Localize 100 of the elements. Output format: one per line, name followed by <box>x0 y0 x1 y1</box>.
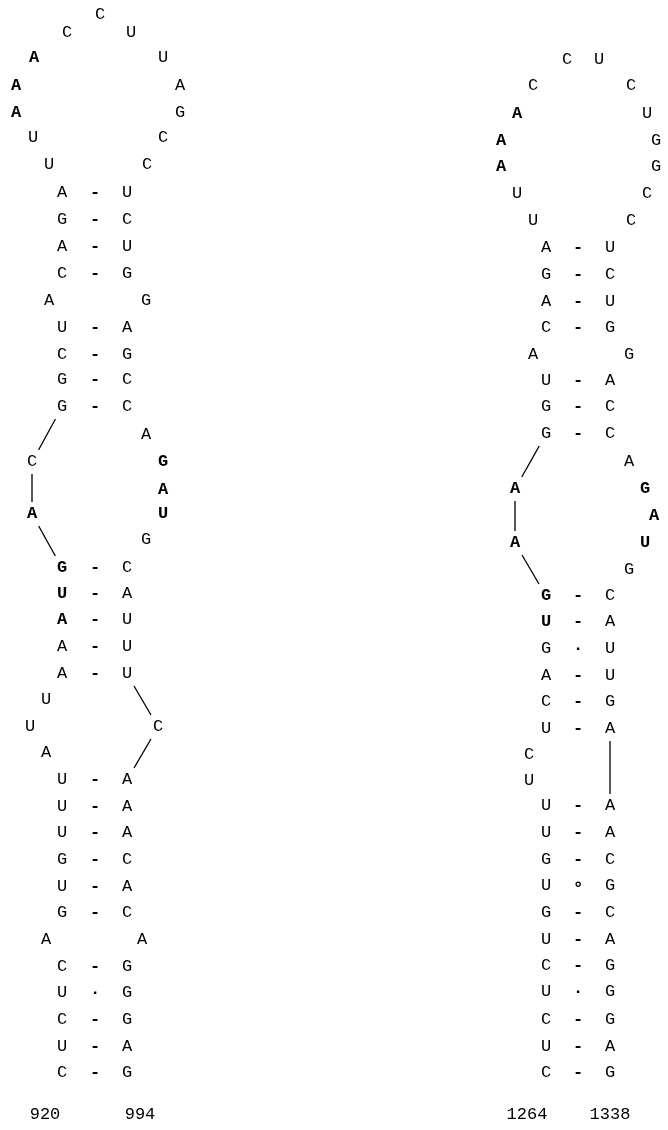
base-pair-mark: - <box>88 559 102 577</box>
nucleotide-letter: A <box>139 426 153 444</box>
backbone-line <box>133 738 152 769</box>
nucleotide-letter: C <box>539 957 553 975</box>
nucleotide-letter: U <box>539 931 553 949</box>
base-pair-mark: - <box>88 851 102 869</box>
nucleotide-letter: G <box>603 1011 617 1029</box>
nucleotide-letter: U <box>55 771 69 789</box>
nucleotide-letter: A <box>508 480 522 498</box>
backbone-line <box>38 525 56 557</box>
nucleotide-letter: C <box>120 371 134 389</box>
nucleotide-letter: U <box>522 772 536 790</box>
nucleotide-letter: A <box>9 104 23 122</box>
nucleotide-letter: G <box>173 104 187 122</box>
nucleotide-letter: C <box>539 1064 553 1082</box>
base-pair-mark: - <box>571 904 585 922</box>
base-pair-mark: - <box>571 957 585 975</box>
backbone-line <box>514 500 516 532</box>
nucleotide-letter: U <box>603 239 617 257</box>
backbone-line <box>31 473 33 503</box>
base-pair-mark: - <box>88 824 102 842</box>
nucleotide-letter: C <box>60 24 74 42</box>
base-pair-mark: - <box>88 904 102 922</box>
nucleotide-letter: G <box>55 559 69 577</box>
nucleotide-letter: A <box>9 77 23 95</box>
nucleotide-letter: C <box>603 398 617 416</box>
nucleotide-letter: U <box>592 51 606 69</box>
nucleotide-letter: C <box>140 156 154 174</box>
nucleotide-letter: A <box>156 481 170 499</box>
nucleotide-letter: C <box>603 425 617 443</box>
nucleotide-letter: A <box>494 158 508 176</box>
base-pair-mark: - <box>571 693 585 711</box>
nucleotide-letter: A <box>55 611 69 629</box>
backbone-line <box>609 740 611 795</box>
nucleotide-letter: U <box>539 824 553 842</box>
nucleotide-letter: C <box>624 77 638 95</box>
nucleotide-letter: C <box>526 77 540 95</box>
position-number: 1264 <box>505 1106 549 1124</box>
nucleotide-letter: C <box>640 185 654 203</box>
base-pair-mark: - <box>88 638 102 656</box>
base-pair-mark: - <box>88 665 102 683</box>
nucleotide-letter: U <box>640 105 654 123</box>
base-pair-mark: - <box>88 1011 102 1029</box>
base-pair-mark: - <box>88 398 102 416</box>
nucleotide-letter: A <box>539 667 553 685</box>
base-pair-mark: - <box>571 425 585 443</box>
nucleotide-letter: G <box>603 693 617 711</box>
nucleotide-letter: G <box>622 561 636 579</box>
base-pair-mark: - <box>88 184 102 202</box>
base-pair-mark: - <box>88 346 102 364</box>
nucleotide-letter: U <box>55 585 69 603</box>
nucleotide-letter: A <box>603 824 617 842</box>
nucleotide-letter: C <box>624 212 638 230</box>
base-pair-mark: - <box>88 1038 102 1056</box>
nucleotide-letter: C <box>55 265 69 283</box>
nucleotide-letter: G <box>55 851 69 869</box>
nucleotide-letter: U <box>539 1038 553 1056</box>
nucleotide-letter: U <box>603 293 617 311</box>
nucleotide-letter: C <box>55 1011 69 1029</box>
nucleotide-letter: G <box>539 266 553 284</box>
nucleotide-letter: C <box>93 6 107 24</box>
nucleotide-letter: U <box>539 613 553 631</box>
nucleotide-letter: G <box>539 851 553 869</box>
nucleotide-letter: A <box>539 239 553 257</box>
position-number: 920 <box>28 1106 62 1124</box>
nucleotide-letter: U <box>55 319 69 337</box>
nucleotide-letter: G <box>55 211 69 229</box>
nucleotide-letter: G <box>55 398 69 416</box>
nucleotide-letter: C <box>55 1064 69 1082</box>
nucleotide-letter: C <box>120 559 134 577</box>
nucleotide-letter: G <box>539 640 553 658</box>
nucleotide-letter: U <box>120 184 134 202</box>
nucleotide-letter: G <box>156 453 170 471</box>
nucleotide-letter: G <box>139 531 153 549</box>
nucleotide-letter: A <box>647 507 661 525</box>
backbone-line <box>133 685 152 716</box>
base-pair-mark: - <box>88 585 102 603</box>
base-pair-mark: - <box>88 319 102 337</box>
nucleotide-letter: A <box>55 238 69 256</box>
nucleotide-letter: U <box>120 611 134 629</box>
base-pair-mark: - <box>571 613 585 631</box>
base-pair-mark: - <box>88 1064 102 1082</box>
nucleotide-letter: G <box>539 587 553 605</box>
nucleotide-letter: U <box>120 638 134 656</box>
base-pair-mark: - <box>88 238 102 256</box>
nucleotide-letter: A <box>135 931 149 949</box>
nucleotide-letter: G <box>539 398 553 416</box>
nucleotide-letter: U <box>539 372 553 390</box>
base-pair-mark: - <box>88 798 102 816</box>
base-pair-mark: · <box>571 640 585 658</box>
nucleotide-letter: A <box>55 638 69 656</box>
nucleotide-letter: G <box>649 158 663 176</box>
nucleotide-letter: U <box>539 877 553 895</box>
nucleotide-letter: G <box>539 904 553 922</box>
nucleotide-letter: A <box>622 453 636 471</box>
nucleotide-letter: G <box>539 425 553 443</box>
nucleotide-letter: C <box>539 319 553 337</box>
nucleotide-letter: A <box>25 505 39 523</box>
nucleotide-letter: C <box>603 266 617 284</box>
nucleotide-letter: A <box>526 346 540 364</box>
